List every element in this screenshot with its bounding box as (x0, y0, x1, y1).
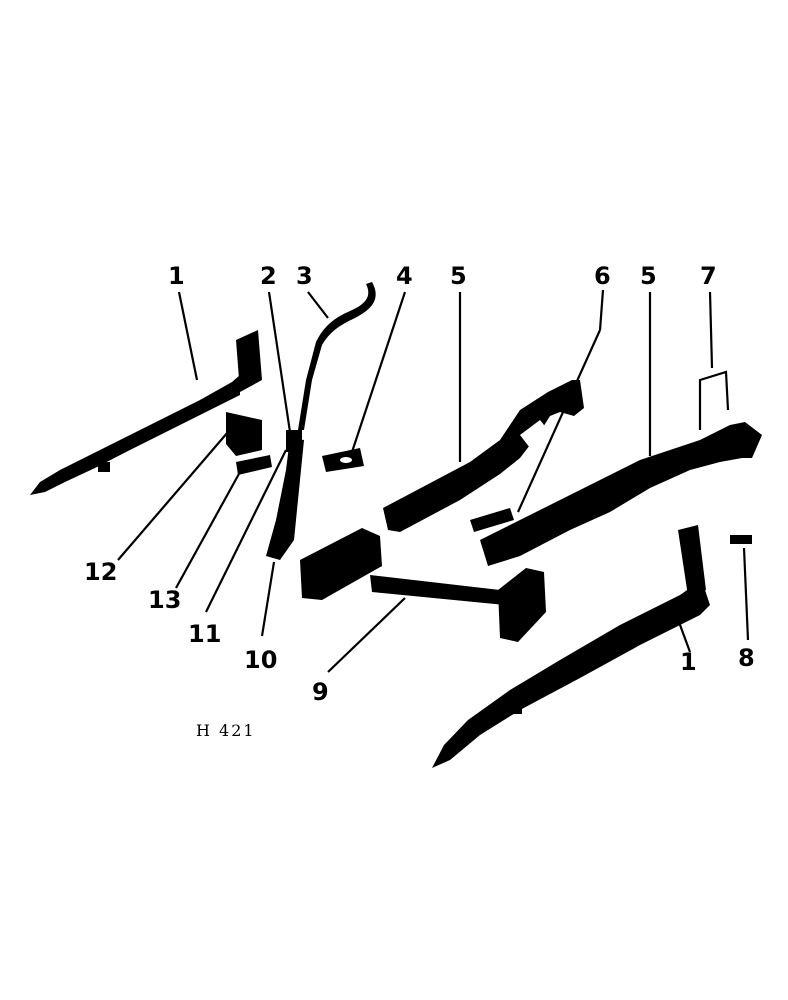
callout-1-top: 1 (168, 262, 185, 290)
callout-10: 10 (244, 646, 277, 674)
callout-8: 8 (738, 644, 755, 672)
callout-12: 12 (84, 558, 117, 586)
leader-lines (117, 289, 750, 673)
callout-9: 9 (312, 678, 329, 706)
part-1-right-rail (432, 525, 710, 768)
part-9-cross-member (300, 528, 546, 642)
callout-1-bottom: 1 (680, 648, 697, 676)
callout-5-right: 5 (640, 262, 657, 290)
callout-7: 7 (700, 262, 717, 290)
callout-11: 11 (188, 620, 221, 648)
callout-labels: 1 2 3 4 5 6 5 7 12 13 11 10 9 1 8 (84, 262, 755, 706)
part-1-left-rail (30, 330, 262, 495)
callout-2: 2 (260, 262, 277, 290)
figure-reference: H 421 (196, 721, 256, 740)
callout-4: 4 (396, 262, 413, 290)
part-13-plate (236, 455, 272, 475)
part-12-bracket (226, 412, 262, 456)
callout-13: 13 (148, 586, 181, 614)
callout-6: 6 (594, 262, 611, 290)
part-8-bolt (730, 535, 752, 544)
part-2-3-lever-assembly (266, 282, 376, 560)
part-5-right-channel (480, 422, 762, 566)
part-6-strip (470, 508, 514, 532)
callout-5-center: 5 (450, 262, 467, 290)
part-5-center-channel (383, 380, 584, 532)
part-4-clip (322, 448, 364, 472)
part-7-u-bolt (698, 370, 730, 430)
callout-3: 3 (296, 262, 313, 290)
